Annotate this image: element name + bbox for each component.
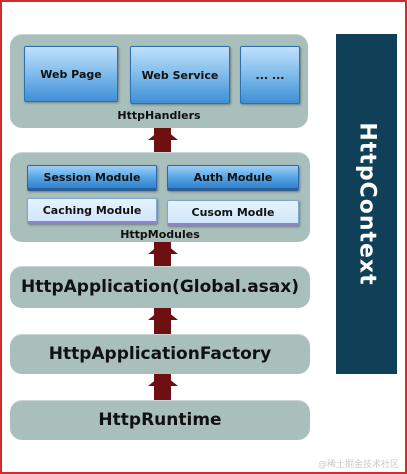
arrow-runtime-to-factory-head: [148, 374, 178, 386]
arrow-modules-to-handlers-head: [148, 128, 178, 140]
caching-module-label: Caching Module: [42, 203, 142, 217]
web-page-label: Web Page: [40, 67, 102, 81]
session-module-tile: Session Module: [27, 165, 157, 191]
watermark: @稀土掘金技术社区: [317, 460, 399, 470]
http-runtime-bar: HttpRuntime: [10, 400, 310, 440]
custom-module-tile: Cusom Modle: [167, 200, 299, 226]
session-module-label: Session Module: [43, 170, 141, 184]
http-context-bar: HttpContext: [336, 34, 397, 374]
web-service-tile: Web Service: [130, 46, 230, 104]
arrow-factory-to-application-head: [148, 308, 178, 320]
http-application-factory-bar: HttpApplicationFactory: [10, 334, 310, 374]
http-handlers-panel: Web Page Web Service ... ... HttpHandler…: [10, 34, 308, 128]
http-modules-label: HttpModules: [120, 228, 200, 241]
http-application-label: HttpApplication(Global.asax): [20, 277, 300, 297]
http-handlers-label: HttpHandlers: [117, 109, 201, 122]
http-runtime-label: HttpRuntime: [98, 410, 222, 430]
more-handlers-label: ... ...: [255, 68, 285, 82]
http-context-label: HttpContext: [354, 122, 379, 286]
web-service-label: Web Service: [141, 68, 219, 82]
web-page-tile: Web Page: [24, 46, 118, 102]
auth-module-tile: Auth Module: [167, 165, 299, 191]
http-application-factory-label: HttpApplicationFactory: [48, 344, 272, 364]
custom-module-label: Cusom Modle: [191, 205, 275, 219]
caching-module-tile: Caching Module: [27, 198, 157, 224]
arrow-application-to-modules-head: [148, 242, 178, 254]
auth-module-label: Auth Module: [193, 170, 273, 184]
http-modules-panel: Session Module Auth Module Caching Modul…: [10, 152, 310, 242]
http-application-bar: HttpApplication(Global.asax): [10, 266, 310, 308]
more-handlers-tile: ... ...: [240, 46, 300, 104]
